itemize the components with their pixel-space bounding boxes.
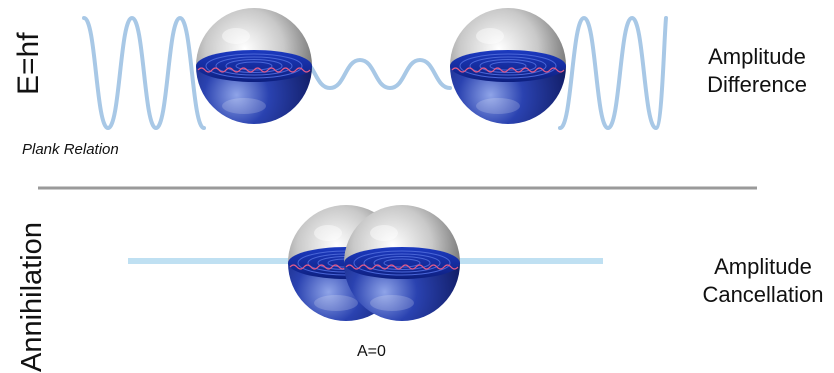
annihilation-label: Annihilation (16, 222, 48, 372)
amplitude-difference-line2: Difference (707, 72, 807, 97)
amplitude-difference-label: Amplitude Difference (682, 43, 832, 99)
wave-left (82, 15, 206, 131)
amplitude-cancellation-line2: Cancellation (702, 282, 824, 307)
wave-right (558, 15, 668, 131)
particle-sphere-left (196, 8, 312, 124)
amplitude-cancellation-label: Amplitude Cancellation (688, 253, 834, 309)
particle-sphere-overlap-right (344, 205, 460, 321)
planck-relation-caption: Plank Relation (22, 141, 119, 158)
planck-equation-label: E=hf (12, 32, 45, 95)
amplitude-cancellation-line1: Amplitude (714, 254, 812, 279)
amplitude-difference-line1: Amplitude (708, 44, 806, 69)
particle-sphere-right (450, 8, 566, 124)
amplitude-zero-label: A=0 (357, 343, 386, 360)
wave-middle (298, 57, 452, 91)
